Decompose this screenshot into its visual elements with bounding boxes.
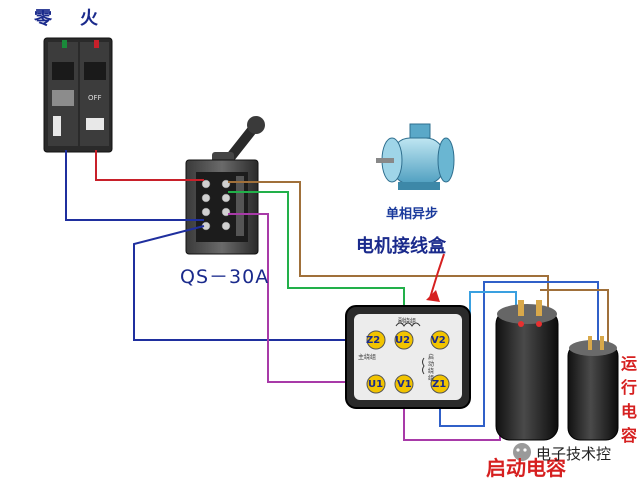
arrow-head [426,290,440,302]
neutral-wire-in [65,150,204,221]
start-capacitor [495,300,559,441]
live-wire-in [95,150,204,181]
terminal-u1: U1 [368,379,384,390]
run-capacitor-label: 运行电容 [620,354,637,445]
aux-winding-label: 副绕组 [398,318,417,325]
blue-wire-z1 [439,281,599,427]
brown-wire-switch [228,181,549,308]
terminal-z1: Z1 [432,379,447,390]
start-winding-label: 启动绕组 [428,354,435,382]
main-winding-label: 主绕组 [358,354,377,361]
terminal-u2: U2 [395,335,411,346]
purple-wire-u1 [228,213,364,383]
breaker-off-label: OFF [88,94,102,102]
motor-type-label: 单相异步 [386,207,439,222]
circuit-breaker [43,37,113,153]
green-wire-u2 [228,191,405,338]
live-label: 火 [80,8,98,29]
terminal-v1: V1 [397,379,412,390]
brown-wire-run-cap [540,289,609,344]
switch-model-label: QS－30A [180,266,270,288]
neutral-label: 零 [34,8,52,29]
run-capacitor [567,336,619,441]
junction-box [345,305,471,409]
arrow-line [429,253,445,299]
neutral-wire-to-z2 [133,225,360,341]
junction-box-label: 电机接线盒 [356,236,446,257]
terminal-v2: V2 [431,335,446,346]
terminal-z2: Z2 [366,335,381,346]
motor [376,123,455,190]
watermark-badge [513,443,531,461]
watermark-label: 电子技术控 [536,445,612,463]
knife-switch [185,116,265,255]
start-capacitor-label: 启动电容 [486,456,566,480]
